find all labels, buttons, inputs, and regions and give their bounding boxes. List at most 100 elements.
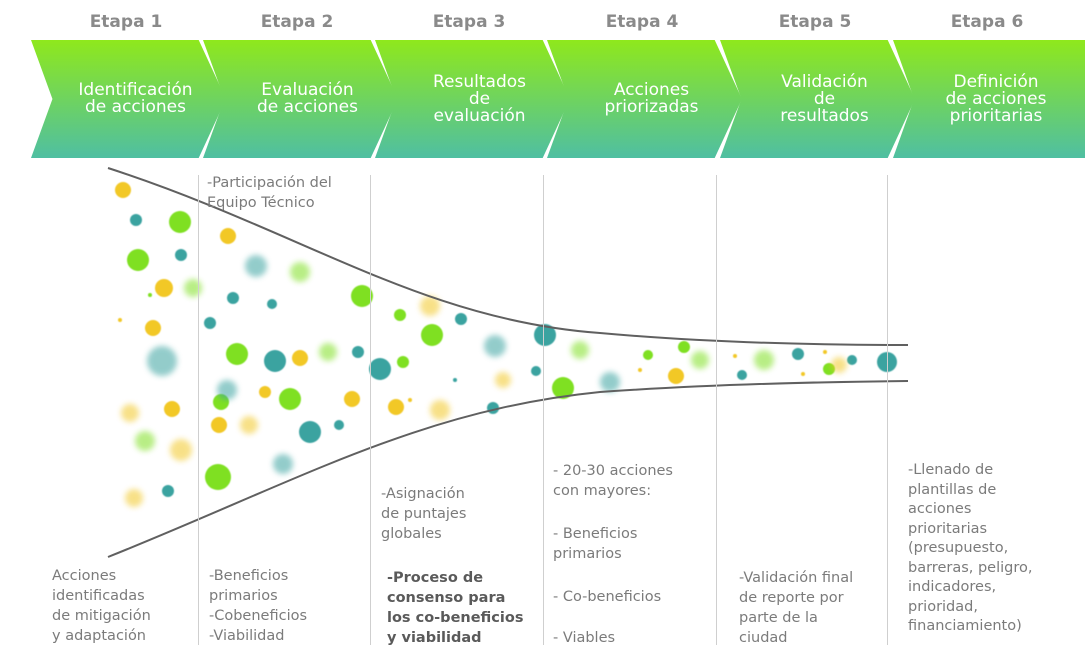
funnel-dot (792, 348, 804, 360)
funnel-dot (259, 386, 271, 398)
funnel-dot (245, 255, 267, 277)
funnel-dot (292, 350, 308, 366)
funnel-dot (290, 262, 310, 282)
stage-3-label: Resultados de evaluación (433, 71, 526, 126)
separator-3 (543, 175, 544, 645)
stage-3-bottom-note: -Proceso de consenso para los co-benefic… (387, 570, 524, 646)
funnel-dot (164, 401, 180, 417)
stage-5-title: Etapa 5 (778, 12, 852, 32)
funnel-dot (351, 285, 373, 307)
funnel-dot (831, 357, 847, 373)
stage-2-title: Etapa 2 (260, 12, 334, 32)
funnel-dot (170, 439, 192, 461)
stage-5-label: Validación de resultados (780, 71, 869, 126)
stage-4-note-c: - Co-beneficios (553, 589, 662, 605)
stage-3-title: Etapa 3 (432, 12, 506, 32)
funnel-dot (148, 293, 152, 297)
funnel-dot (455, 313, 467, 325)
stage-6-bottom-note: -Llenado de plantillas de acciones prior… (908, 462, 1033, 634)
stage-4-title: Etapa 4 (605, 12, 679, 32)
funnel-dot (408, 398, 412, 402)
funnel-dot (227, 292, 239, 304)
stage-2-top-note: -Participación del Equipo Técnico (207, 175, 332, 211)
funnel-dot (115, 182, 131, 198)
funnel-dot (430, 400, 450, 420)
funnel-dot (226, 343, 248, 365)
funnel-dot (495, 372, 511, 388)
funnel-dot (552, 377, 574, 399)
funnel-dot (571, 341, 589, 359)
funnel-dot (801, 372, 805, 376)
funnel-dot (733, 354, 737, 358)
funnel-dot (534, 324, 556, 346)
stage-1-chevron: Identificación de acciones (31, 40, 226, 158)
funnel-dot (118, 318, 122, 322)
funnel-dot (319, 343, 337, 361)
funnel-dot (279, 388, 301, 410)
separator-4 (716, 175, 717, 645)
funnel-dot (135, 431, 155, 451)
funnel-dot (600, 372, 620, 392)
funnel-dot (668, 368, 684, 384)
funnel-dot (217, 380, 237, 400)
funnel-dot (638, 368, 642, 372)
funnel-dot (175, 249, 187, 261)
funnel-dot (299, 421, 321, 443)
funnel-dot (130, 214, 142, 226)
funnel-bottom-line (107, 380, 909, 558)
funnel-dot (169, 211, 191, 233)
funnel-top-line (107, 167, 909, 346)
funnel-dot (125, 489, 143, 507)
stage-5-chevron: Validación de resultados (720, 40, 915, 158)
stage-1-label: Identificación de acciones (78, 80, 193, 117)
funnel-dot (397, 356, 409, 368)
funnel-dot (334, 420, 344, 430)
funnel-dot (127, 249, 149, 271)
funnel-dot (155, 279, 173, 297)
funnel-dot (847, 355, 857, 365)
stage-1-bottom-note: Acciones identificadas de mitigación y a… (52, 568, 151, 644)
stage-4-note-b: - Beneficios primarios (553, 526, 638, 562)
funnel-dot (121, 404, 139, 422)
funnel-dot (420, 296, 440, 316)
funnel-dot (394, 309, 406, 321)
funnel-dot (352, 346, 364, 358)
stage-4-note-a: - 20-30 acciones con mayores: (553, 463, 673, 499)
funnel-dot (205, 464, 231, 490)
funnel-dot (264, 350, 286, 372)
funnel-dot (754, 350, 774, 370)
stage-6-title: Etapa 6 (950, 12, 1024, 32)
stage-4-chevron: Acciones priorizadas (547, 40, 742, 158)
funnel-dot (344, 391, 360, 407)
funnel-dot (531, 366, 541, 376)
stage-4-note-d: - Viables (553, 630, 616, 646)
funnel-dot (184, 279, 202, 297)
funnel-dot (162, 485, 174, 497)
stage-6-chevron: Definición de acciones prioritarias (893, 40, 1085, 158)
funnel-dot (204, 317, 216, 329)
stage-3-mid-note: -Asignación de puntajes globales (381, 486, 467, 542)
funnel-dot (453, 378, 457, 382)
separator-5 (887, 175, 888, 645)
stage-4-label: Acciones priorizadas (604, 80, 699, 117)
stage-2-chevron: Evaluación de acciones (203, 40, 398, 158)
stage-6-label: Definición de acciones prioritarias (945, 71, 1047, 126)
stage-5-bottom-note: -Validación final de reporte por parte d… (739, 570, 854, 646)
funnel-dot (421, 324, 443, 346)
funnel-dot (147, 346, 177, 376)
stage-2-label: Evaluación de acciones (257, 80, 358, 117)
funnel-dot (484, 335, 506, 357)
funnel-dot (678, 341, 690, 353)
funnel-dot (273, 454, 293, 474)
funnel-dot (643, 350, 653, 360)
separator-2 (370, 175, 371, 645)
funnel-dot (267, 299, 277, 309)
stage-3-chevron: Resultados de evaluación (375, 40, 570, 158)
funnel-dot (388, 399, 404, 415)
funnel-dot (211, 417, 227, 433)
funnel-dot (823, 350, 827, 354)
funnel-dot (737, 370, 747, 380)
separator-1 (198, 175, 199, 645)
funnel-dot (145, 320, 161, 336)
